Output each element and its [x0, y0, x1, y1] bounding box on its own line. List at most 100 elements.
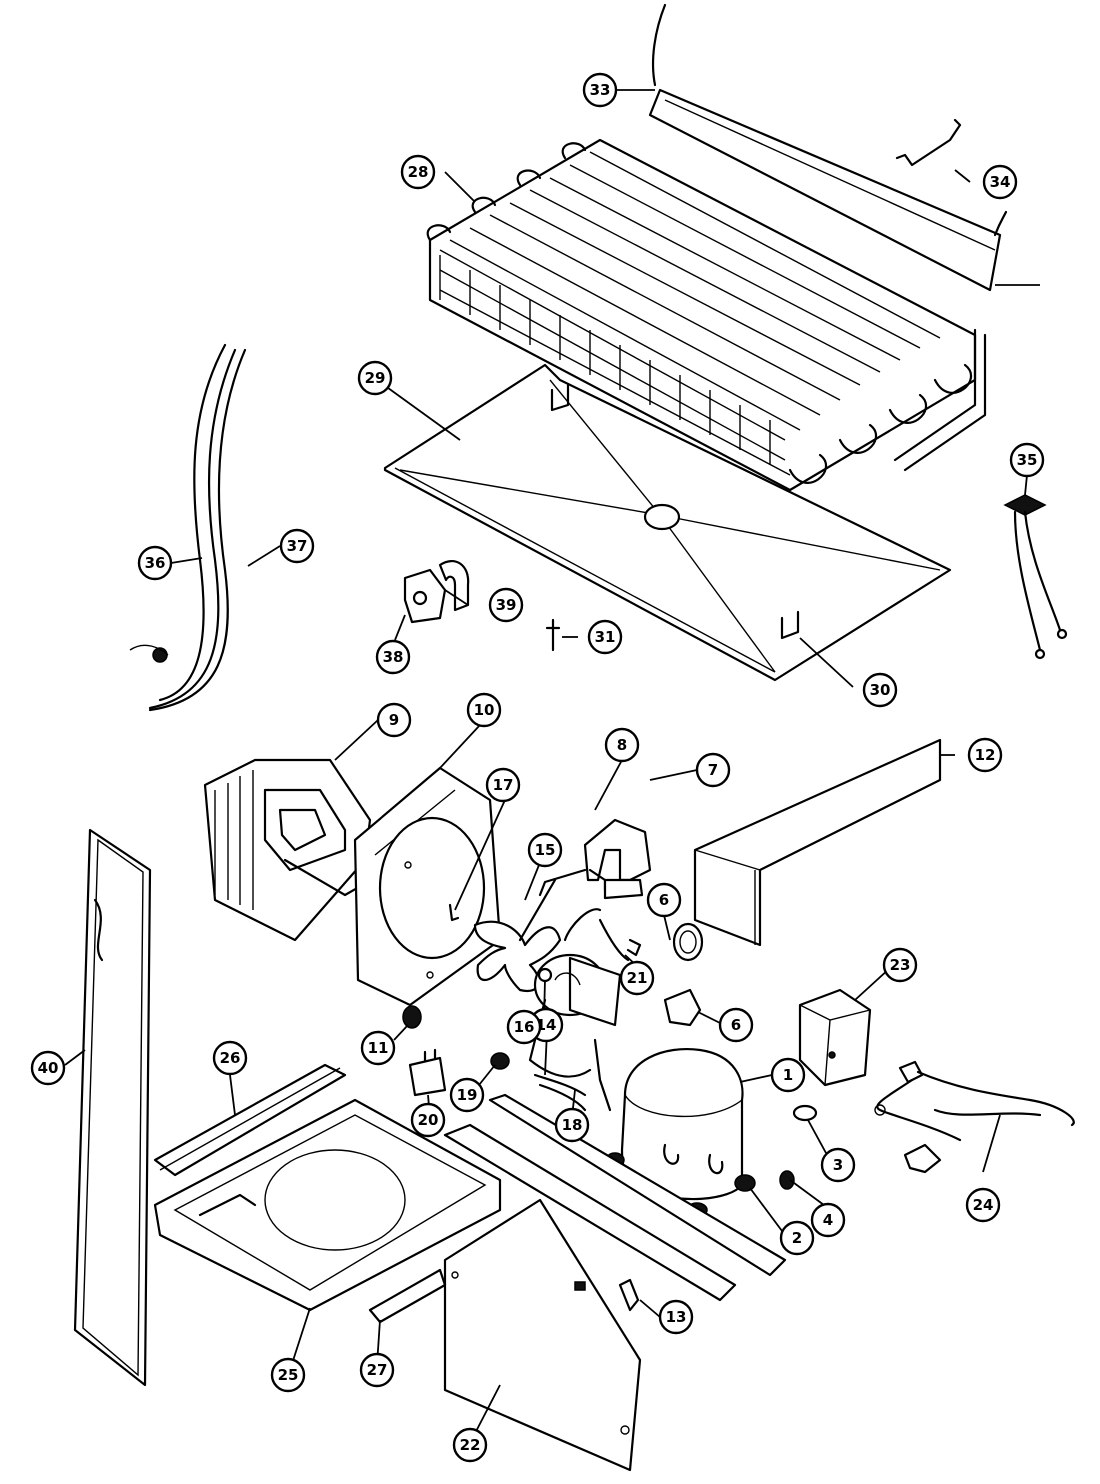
callout-25: 25	[270, 1357, 306, 1393]
part-34-clip	[895, 118, 962, 167]
callout-23: 23	[882, 947, 918, 983]
svg-text:20: 20	[418, 1111, 439, 1129]
part-24-cord	[874, 1060, 1075, 1174]
part-17-clip	[448, 903, 460, 922]
callout-7: 7	[695, 752, 731, 788]
part-27-bracket	[368, 1268, 447, 1324]
svg-text:34: 34	[990, 173, 1011, 191]
callout-30: 30	[862, 672, 898, 708]
svg-text:33: 33	[590, 81, 611, 99]
callout-37: 37	[279, 528, 315, 564]
callout-33: 33	[582, 72, 618, 108]
svg-text:6: 6	[659, 891, 669, 909]
part-19-cap	[490, 1052, 510, 1070]
callout-17: 17	[485, 767, 521, 803]
part-33-drain-trough	[648, 3, 1040, 292]
callout-40: 40	[30, 1050, 66, 1086]
svg-text:28: 28	[408, 163, 429, 181]
svg-text:12: 12	[975, 746, 996, 764]
svg-text:31: 31	[595, 628, 616, 646]
callout-10: 10	[466, 692, 502, 728]
part-25-base-pan	[153, 1098, 502, 1312]
part-12-panel	[693, 738, 942, 947]
part-16-nut	[537, 967, 553, 983]
callout-20: 20	[410, 1102, 446, 1138]
part-21-wire	[563, 908, 630, 962]
callout-36: 36	[137, 545, 173, 581]
part-18-wire	[533, 1073, 587, 1112]
svg-text:7: 7	[708, 761, 718, 779]
callout-38: 38	[375, 639, 411, 675]
callout-18: 18	[554, 1107, 590, 1143]
svg-text:8: 8	[617, 736, 627, 754]
svg-text:2: 2	[792, 1229, 802, 1247]
callout-6b: 6	[718, 1007, 754, 1043]
callout-24: 24	[965, 1187, 1001, 1223]
callout-1: 1	[770, 1057, 806, 1093]
callout-22: 22	[452, 1427, 488, 1463]
callout-31: 31	[587, 619, 623, 655]
part-11-cap	[402, 1005, 422, 1029]
part-28-evaporator	[426, 138, 987, 492]
callout-4: 4	[810, 1202, 846, 1238]
part-1-compressor	[605, 1048, 744, 1218]
part-20-relay	[408, 1048, 447, 1097]
part-7-8-relay	[538, 818, 652, 900]
part-38-39-grommets	[403, 560, 470, 624]
part-3-4-fasteners	[779, 1104, 818, 1190]
part-10-shroud	[353, 766, 502, 1007]
svg-text:17: 17	[493, 776, 514, 794]
part-23-timer	[798, 988, 872, 1087]
svg-text:39: 39	[496, 596, 517, 614]
svg-text:18: 18	[562, 1116, 583, 1134]
part-36-37-tubing	[129, 343, 247, 712]
svg-text:21: 21	[627, 969, 648, 987]
callout-3: 3	[820, 1147, 856, 1183]
part-15-fan-blade	[473, 878, 562, 993]
part-40-side-panel	[73, 828, 152, 1387]
part-26-rail	[153, 1063, 347, 1177]
svg-text:38: 38	[383, 648, 404, 666]
part-35-harness	[1003, 494, 1068, 660]
callout-16: 16	[506, 1009, 542, 1045]
part-9-condenser	[203, 758, 382, 942]
svg-text:19: 19	[457, 1086, 478, 1104]
svg-text:4: 4	[823, 1211, 833, 1229]
part-2-grommet	[734, 1174, 756, 1192]
svg-text:1: 1	[783, 1066, 793, 1084]
svg-text:11: 11	[368, 1039, 389, 1057]
svg-text:22: 22	[460, 1436, 481, 1454]
svg-text:25: 25	[278, 1366, 299, 1384]
callout-34: 34	[982, 164, 1018, 200]
callout-8: 8	[604, 727, 640, 763]
part-22-access-panel	[443, 1198, 642, 1472]
callout-27: 27	[359, 1352, 395, 1388]
svg-text:6: 6	[731, 1016, 741, 1034]
callout-19: 19	[449, 1077, 485, 1113]
svg-text:15: 15	[535, 841, 556, 859]
svg-text:30: 30	[870, 681, 891, 699]
svg-text:9: 9	[389, 711, 399, 729]
svg-text:27: 27	[367, 1361, 388, 1379]
svg-text:16: 16	[514, 1018, 535, 1036]
callout-6a: 6	[646, 882, 682, 918]
svg-text:23: 23	[890, 956, 911, 974]
callout-35: 35	[1009, 442, 1045, 478]
part-31-screw	[545, 618, 561, 652]
svg-text:35: 35	[1017, 451, 1038, 469]
callout-29: 29	[357, 360, 393, 396]
svg-text:26: 26	[220, 1049, 241, 1067]
part-13-clip	[574, 1278, 640, 1312]
svg-text:24: 24	[973, 1196, 994, 1214]
callout-12: 12	[967, 737, 1003, 773]
callout-21: 21	[619, 960, 655, 996]
svg-text:13: 13	[666, 1308, 687, 1326]
svg-text:10: 10	[474, 701, 495, 719]
part-6-overload	[626, 922, 704, 1027]
callout-39: 39	[488, 587, 524, 623]
svg-text:29: 29	[365, 369, 386, 387]
callout-13: 13	[658, 1299, 694, 1335]
svg-text:36: 36	[145, 554, 166, 572]
callout-11: 11	[360, 1030, 396, 1066]
